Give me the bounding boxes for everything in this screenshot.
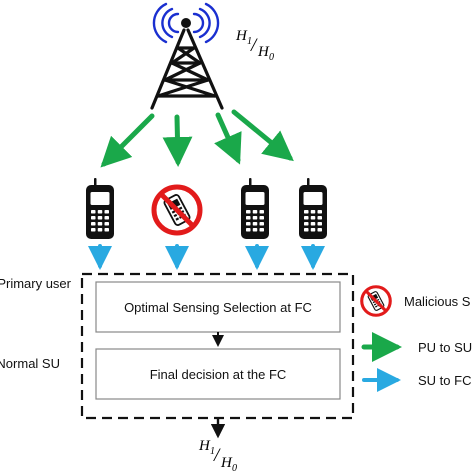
selection-box (95, 281, 341, 333)
prohibited-phone-icon (154, 187, 200, 233)
h0-label: H (220, 455, 233, 471)
legend-su-label: SU to FC (418, 373, 471, 388)
mobile-phone-icon (241, 178, 269, 239)
h1-subscript: 1 (210, 446, 215, 457)
hypothesis-slash: / (250, 35, 258, 56)
h0-subscript: 0 (232, 463, 237, 474)
su-to-fc-arrows (88, 244, 325, 270)
h0-label: H (257, 44, 270, 60)
pu-to-su-arrows (100, 109, 294, 168)
decision-box-label: Final decision at the FC (150, 367, 287, 382)
primary-user-label: Primary user (0, 276, 72, 291)
signal-waves-icon (152, 2, 220, 44)
pu-arrow-4 (231, 109, 294, 162)
legend: Malicious S PU to SU SU to FC (360, 285, 472, 392)
h0-subscript: 0 (269, 52, 274, 63)
mobile-phone-icon (86, 178, 114, 239)
hypothesis-slash: / (213, 445, 221, 466)
h1-label: H (198, 438, 211, 454)
pu-arrow-1 (100, 113, 155, 168)
selection-box-label: Optimal Sensing Selection at FC (124, 300, 312, 315)
mobile-phone-icon (299, 178, 327, 239)
legend-malicious-icon (360, 285, 392, 317)
h1-subscript: 1 (247, 36, 252, 47)
legend-malicious-label: Malicious S (404, 294, 471, 309)
hypothesis-bottom: H 1 / H 0 (198, 438, 237, 474)
normal-su-label: Normal SU (0, 356, 60, 371)
legend-pu-label: PU to SU (418, 340, 472, 355)
pu-arrow-2 (162, 114, 193, 167)
radio-tower-icon (150, 2, 224, 110)
pu-arrow-3 (214, 112, 242, 165)
decision-box (95, 348, 341, 400)
h1-label: H (235, 28, 248, 44)
hypothesis-top: H 1 / H 0 (235, 28, 274, 63)
